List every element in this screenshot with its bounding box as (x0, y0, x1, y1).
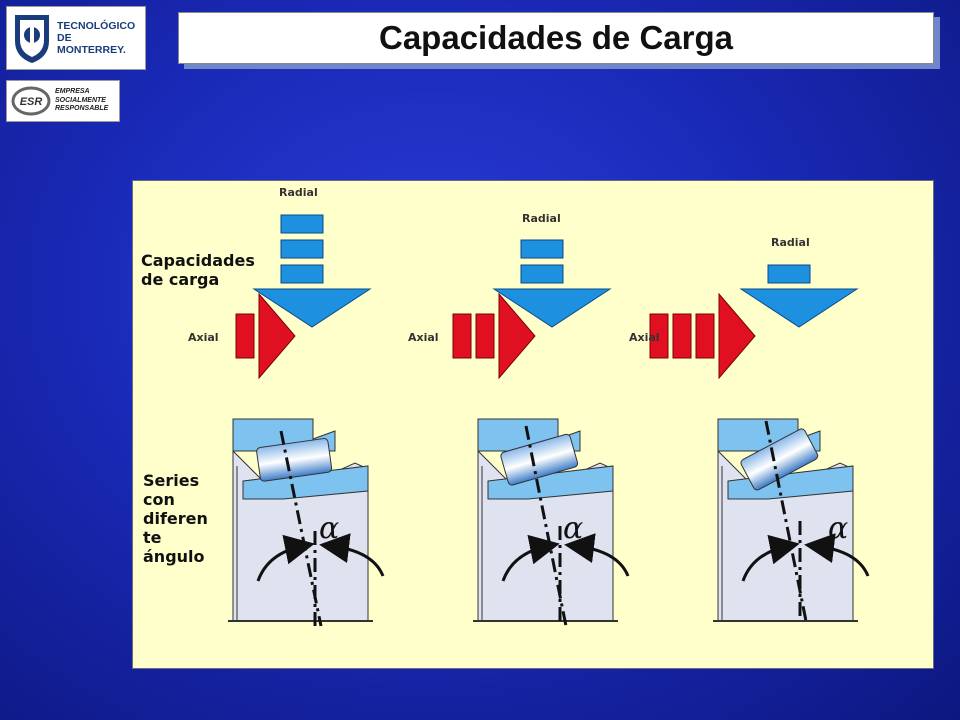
load-diagram-3 (649, 264, 859, 380)
radial-label-2: Radial (522, 212, 561, 225)
radial-arrow-head (252, 288, 372, 328)
roller-body (500, 433, 579, 486)
angle-alpha-symbol: α (828, 511, 848, 546)
capacidades-label: Capacidades de carga (141, 251, 255, 289)
roller-body (256, 438, 333, 482)
angle-alpha-symbol: α (563, 511, 583, 546)
radial-label-3: Radial (771, 236, 810, 249)
page-title: Capacidades de Carga (379, 19, 733, 56)
angle-arrow-right (804, 533, 870, 577)
esr-mark-icon: ESR (11, 86, 51, 116)
tec-logo-line1: TECNOLÓGICO (57, 20, 136, 32)
axial-block (235, 313, 255, 359)
roller (500, 433, 579, 486)
inner-ring (727, 465, 854, 500)
radial-arrow-head (739, 288, 859, 328)
bearing-2: α (473, 418, 630, 627)
angle-arrow-left (741, 534, 800, 582)
axial-arrow-head (498, 292, 536, 380)
series-label-line3: diferen (143, 509, 208, 528)
axial-block (649, 313, 669, 359)
radial-block (280, 264, 324, 284)
bearing-3: α (713, 418, 870, 622)
load-diagram-2 (452, 239, 612, 380)
roller-body (740, 428, 819, 491)
axial-block (475, 313, 495, 359)
capacidades-label-line2: de carga (141, 270, 220, 289)
tec-monterrey-logo: TECNOLÓGICO DE MONTERREY. (6, 6, 146, 70)
axial-block (672, 313, 692, 359)
axial-arrow-head (718, 292, 756, 380)
series-label-line4: te (143, 528, 162, 547)
axial-block (695, 313, 715, 359)
radial-block (280, 214, 324, 234)
radial-block (767, 264, 811, 284)
axial-label-3: Axial (629, 331, 660, 344)
radial-block (280, 239, 324, 259)
load-diagram-1 (235, 214, 372, 380)
esr-logo-line1: EMPRESA (55, 88, 90, 96)
axial-arrow-head (258, 292, 296, 380)
svg-text:ESR: ESR (20, 96, 43, 108)
roller (740, 428, 819, 491)
series-label-line2: con (143, 490, 175, 509)
radial-block (520, 239, 564, 259)
radial-arrow-head (492, 288, 612, 328)
axial-block (452, 313, 472, 359)
roller (256, 438, 333, 482)
angle-arrow-right (319, 533, 385, 577)
radial-label-1: Radial (279, 186, 318, 199)
esr-logo-line3: RESPONSABLE (55, 105, 109, 113)
inner-ring (487, 465, 614, 500)
angle-alpha-symbol: α (319, 511, 339, 546)
title-box: Capacidades de Carga (178, 12, 934, 64)
inner-ring (242, 465, 369, 500)
bearing-1: α (228, 418, 385, 627)
series-label-line1: Series (143, 471, 200, 490)
series-label: Series con diferen te ángulo (143, 471, 208, 566)
capacidades-label-line1: Capacidades (141, 251, 255, 270)
radial-block (520, 264, 564, 284)
esr-logo: ESR EMPRESA SOCIALMENTE RESPONSABLE (6, 80, 120, 122)
axial-label-1: Axial (188, 331, 219, 344)
angle-arrow-right (564, 533, 630, 577)
angle-arrow-left (501, 534, 560, 582)
series-label-line5: ángulo (143, 547, 205, 566)
tec-logo-line2: DE MONTERREY. (57, 32, 126, 56)
tec-seal-icon (15, 15, 49, 63)
esr-logo-line2: SOCIALMENTE (55, 96, 106, 104)
angle-arrow-left (256, 534, 315, 582)
axial-label-2: Axial (408, 331, 439, 344)
content-panel: α α α Capacidades de carga Series con dife… (132, 180, 934, 669)
